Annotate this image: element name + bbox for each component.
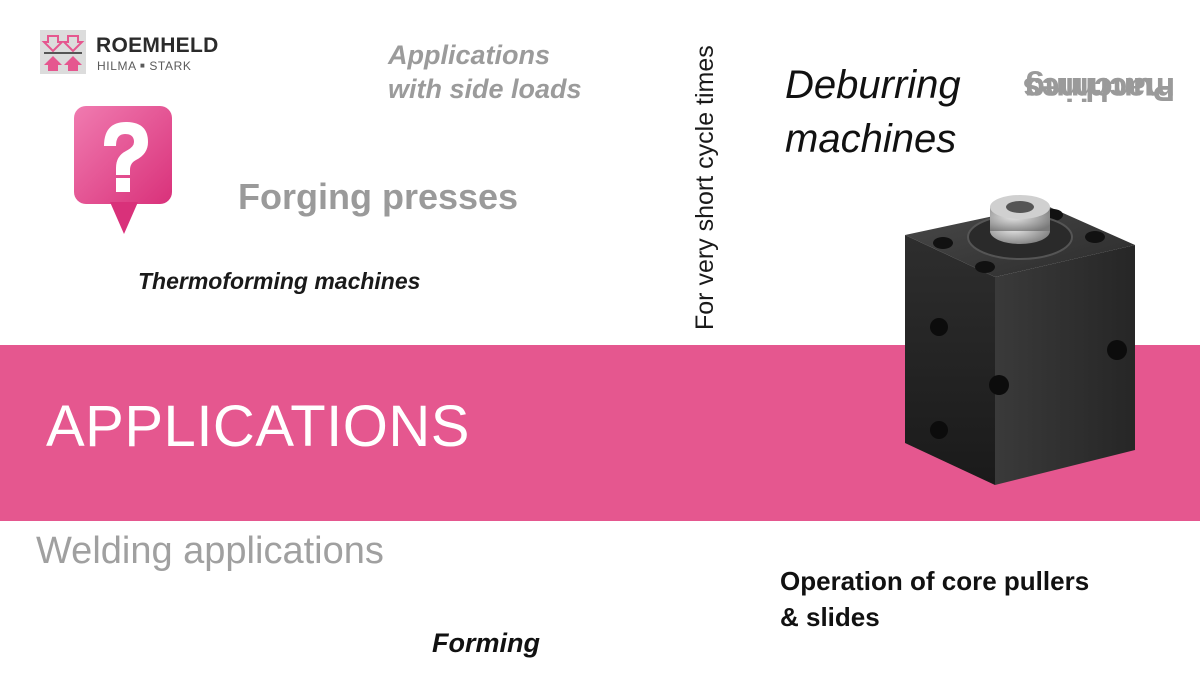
punching-line-2: machines [1022,71,1175,108]
deburring-label: Deburring machines [785,58,961,166]
roemheld-logo: ROEMHELD HILMA ■ STARK [40,30,250,76]
banner-title: APPLICATIONS [46,394,470,459]
side-loads-line-2: with side loads [388,74,582,104]
brand-sub-right: STARK [149,59,192,73]
core-pullers-line-1: Operation of core pullers [780,566,1090,596]
question-mark-speech-bubble-icon [72,104,174,236]
brand-name: ROEMHELD [96,34,219,57]
forging-presses-label: Forging presses [238,176,519,217]
brand-subtitle: HILMA ■ STARK [97,59,191,73]
thermoforming-label: Thermoforming machines [138,268,421,294]
core-pullers-line-2: & slides [780,602,880,632]
core-pullers-label: Operation of core pullers & slides [780,563,1089,635]
cycle-times-label: For very short cycle times [690,14,720,330]
block-cylinder-image [895,195,1145,490]
deburring-line-2: machines [785,117,957,161]
brand-sub-left: HILMA [97,59,137,73]
side-loads-label: Applications with side loads [388,38,582,106]
logo-mark-icon [40,30,86,74]
cycle-times-text: For very short cycle times [691,45,719,330]
forming-label: Forming [432,628,540,658]
brand-sub-separator: ■ [139,61,146,70]
deburring-line-1: Deburring [785,63,961,107]
welding-label: Welding applications [36,530,384,572]
side-loads-line-1: Applications [388,40,551,70]
punching-label: Punching machines [1023,28,1175,218]
